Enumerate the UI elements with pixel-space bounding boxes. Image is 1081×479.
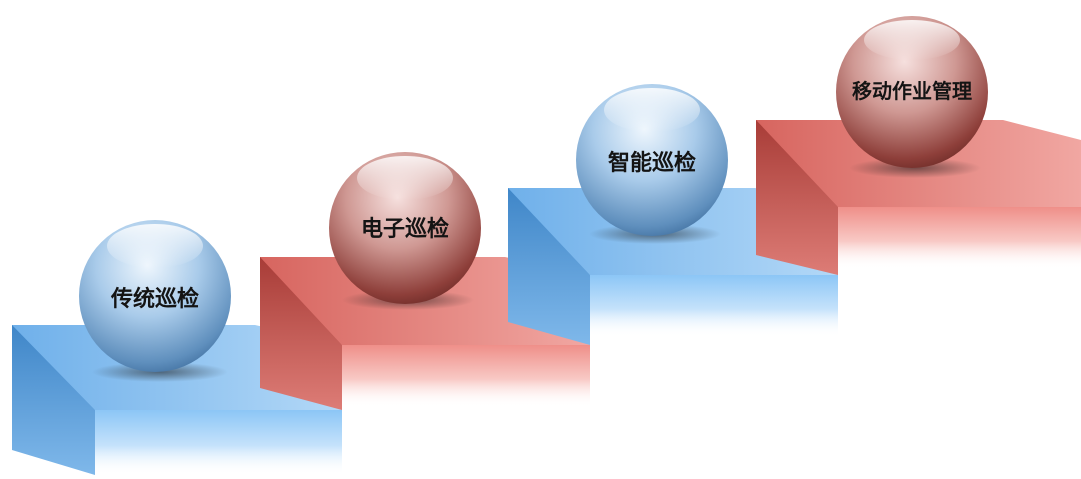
step-4-sphere: 移动作业管理: [836, 16, 988, 178]
step-2-sphere: 电子巡检: [329, 152, 481, 310]
step-1-side: [12, 325, 95, 475]
step-4-label: 移动作业管理: [852, 79, 972, 103]
sphere-2-highlight: [357, 156, 453, 200]
step-2-front: [342, 345, 590, 407]
sphere-1-highlight: [107, 224, 203, 268]
step-1-label: 传统巡检: [110, 286, 199, 312]
step-1-sphere: 传统巡检: [79, 220, 231, 382]
step-4-front: [838, 207, 1081, 269]
sphere-4-ball: [836, 16, 988, 168]
step-3-label: 智能巡检: [608, 150, 696, 176]
step-1-front: [95, 410, 342, 475]
step-4-side: [756, 120, 838, 275]
step-2-side: [260, 257, 342, 410]
step-3-front: [590, 275, 838, 337]
sphere-4-highlight: [864, 20, 960, 60]
sphere-4-shadow: [849, 158, 981, 178]
step-2-label: 电子巡检: [361, 216, 449, 242]
sphere-1-shadow: [92, 362, 228, 382]
step-1-block: [12, 325, 342, 475]
step-3-side: [508, 188, 590, 345]
sphere-3-highlight: [604, 88, 700, 132]
step-3-sphere: 智能巡检: [576, 84, 728, 244]
